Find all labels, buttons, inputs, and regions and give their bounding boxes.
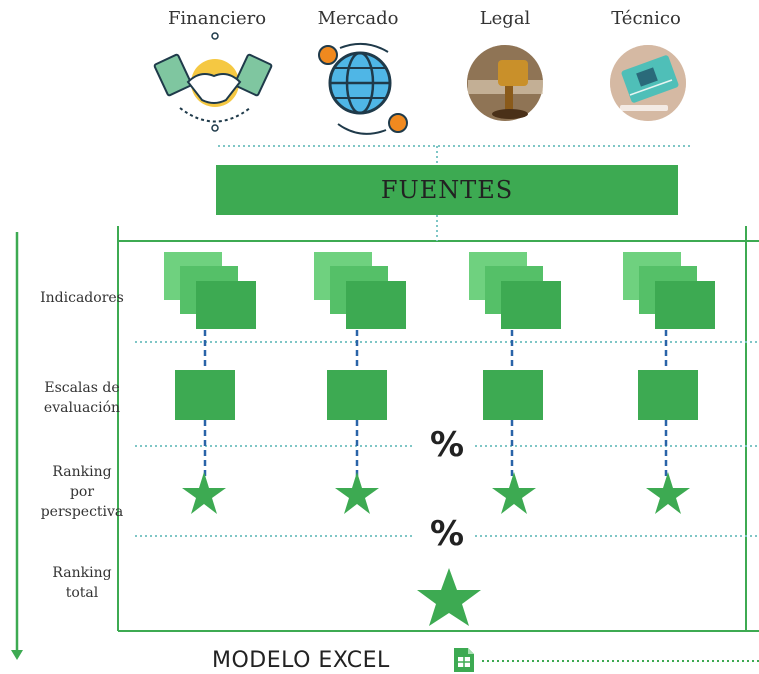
column-legal bbox=[469, 252, 561, 514]
row-label-indicadores: Indicadores bbox=[22, 288, 142, 308]
modelo-excel-label: MODELO EXCEL bbox=[212, 648, 390, 673]
perspective-star bbox=[492, 472, 536, 514]
row-label-text: Ranking bbox=[52, 565, 112, 581]
perspective-star bbox=[646, 472, 690, 514]
scale-box bbox=[175, 370, 235, 420]
gavel-photo bbox=[467, 45, 543, 121]
spreadsheet-icon bbox=[454, 648, 474, 672]
indicator-card-front bbox=[196, 281, 256, 329]
column-financiero bbox=[164, 252, 256, 514]
row-label-text: evaluación bbox=[43, 400, 121, 416]
indicator-card-front bbox=[655, 281, 715, 329]
row-label-text: perspectiva bbox=[40, 504, 124, 520]
flow-arrow-head bbox=[11, 650, 23, 660]
circuit-board-photo bbox=[610, 45, 686, 121]
scale-box bbox=[327, 370, 387, 420]
column-tecnico bbox=[623, 252, 715, 514]
row-label-text: Indicadores bbox=[40, 290, 124, 306]
indicator-card-front bbox=[501, 281, 561, 329]
fuentes-label: FUENTES bbox=[380, 176, 514, 204]
source-label-financiero: Financiero bbox=[167, 8, 267, 29]
scale-box bbox=[638, 370, 698, 420]
perspective-star bbox=[335, 472, 379, 514]
fuentes-box: FUENTES bbox=[216, 165, 678, 215]
percent-weight-1: % bbox=[430, 425, 465, 465]
row-label-ranking-total: Ranking total bbox=[22, 563, 142, 603]
handshake-icon bbox=[153, 32, 273, 132]
total-ranking-star bbox=[417, 568, 481, 626]
source-label-tecnico: Técnico bbox=[611, 8, 681, 29]
scale-box bbox=[483, 370, 543, 420]
column-mercado bbox=[314, 252, 406, 514]
row-label-text: por bbox=[69, 484, 95, 500]
row-label-text: total bbox=[65, 585, 99, 601]
perspective-star bbox=[182, 472, 226, 514]
percent-weight-2: % bbox=[430, 514, 465, 554]
source-label-mercado: Mercado bbox=[317, 8, 399, 29]
indicator-card-front bbox=[346, 281, 406, 329]
row-label-ranking-perspectiva: Ranking por perspectiva bbox=[22, 462, 142, 522]
globe-icon bbox=[318, 42, 408, 135]
row-label-text: Escalas de bbox=[44, 380, 120, 396]
row-label-text: Ranking bbox=[52, 464, 112, 480]
source-label-legal: Legal bbox=[479, 8, 531, 29]
row-label-escalas: Escalas de evaluación bbox=[22, 378, 142, 418]
